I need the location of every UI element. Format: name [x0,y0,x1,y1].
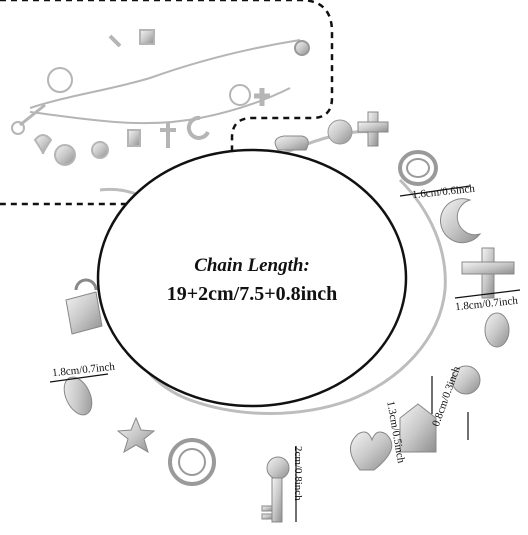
charm-gem-ring [168,438,216,486]
charm-sun [451,365,481,395]
charm-oval [484,312,510,348]
chain-length-value: 19+2cm/7.5+0.8inch [166,283,338,305]
charm-house [399,403,437,453]
charm-star [116,416,156,454]
inset-bracelet [11,29,310,166]
charm-moon [439,198,482,244]
charm-cross-right [461,247,515,299]
charm-leaf [63,376,93,416]
key-size-label: 2cm/0.8inch [292,446,304,501]
chain-length-title: Chain Length: [194,255,310,276]
charm-cross-top [357,111,389,147]
charm-ring [398,150,438,186]
measurement-lines [49,185,521,522]
charm-heart [350,431,393,471]
chain-length-oval [96,148,408,408]
clasp [274,119,353,151]
charm-key [261,456,290,523]
charm-lock [65,278,103,335]
